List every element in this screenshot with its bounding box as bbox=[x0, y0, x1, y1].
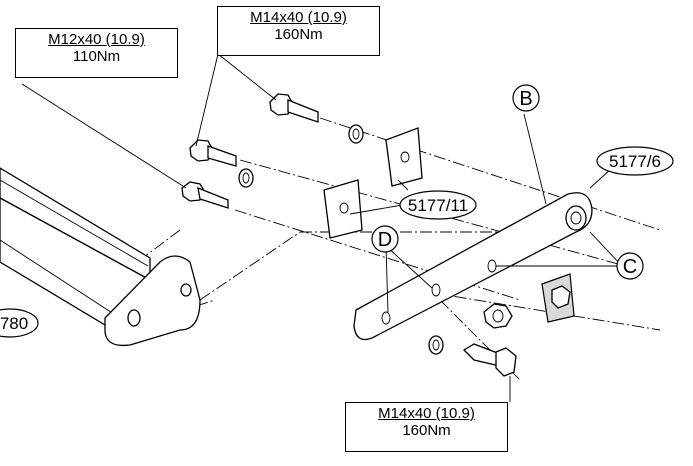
spec-label: M14x40 (10.9) bbox=[378, 405, 475, 422]
spec-label: M12x40 (10.9) bbox=[48, 31, 145, 48]
label-d: D bbox=[371, 225, 399, 253]
spec-label: M14x40 (10.9) bbox=[250, 9, 347, 26]
svg-text:780: 780 bbox=[0, 314, 28, 333]
link-bar-5177-6 bbox=[353, 192, 593, 341]
plate-5177-11 bbox=[323, 127, 423, 239]
callout-bolt-m14-top: M14x40 (10.9) 160Nm bbox=[217, 6, 380, 56]
bolt-m14-top bbox=[269, 93, 319, 123]
bolt-m14-bottom bbox=[462, 343, 517, 377]
svg-text:D: D bbox=[378, 229, 392, 251]
part-label-5177-6: 5177/6 bbox=[596, 146, 674, 176]
svg-text:C: C bbox=[623, 256, 637, 278]
part-label-5177-11: 5177/11 bbox=[399, 190, 477, 220]
label-b: B bbox=[512, 84, 540, 112]
callout-bolt-m14-bottom: M14x40 (10.9) 160Nm bbox=[345, 402, 508, 452]
torque-label: 110Nm bbox=[72, 48, 121, 65]
svg-text:5177/6: 5177/6 bbox=[609, 152, 661, 171]
callout-bolt-m12: M12x40 (10.9) 110Nm bbox=[15, 28, 178, 78]
torque-label: 160Nm bbox=[274, 26, 323, 43]
frame-arm-780 bbox=[0, 167, 201, 347]
leader-lines bbox=[21, 53, 623, 402]
bolt-m12 bbox=[181, 181, 229, 209]
svg-text:5177/11: 5177/11 bbox=[408, 196, 468, 215]
washers bbox=[238, 124, 444, 355]
nut-and-plate-right bbox=[483, 273, 575, 329]
label-c: C bbox=[616, 252, 644, 280]
part-label-780: 780 bbox=[0, 308, 39, 338]
svg-text:B: B bbox=[519, 88, 532, 110]
torque-label: 160Nm bbox=[402, 422, 451, 439]
